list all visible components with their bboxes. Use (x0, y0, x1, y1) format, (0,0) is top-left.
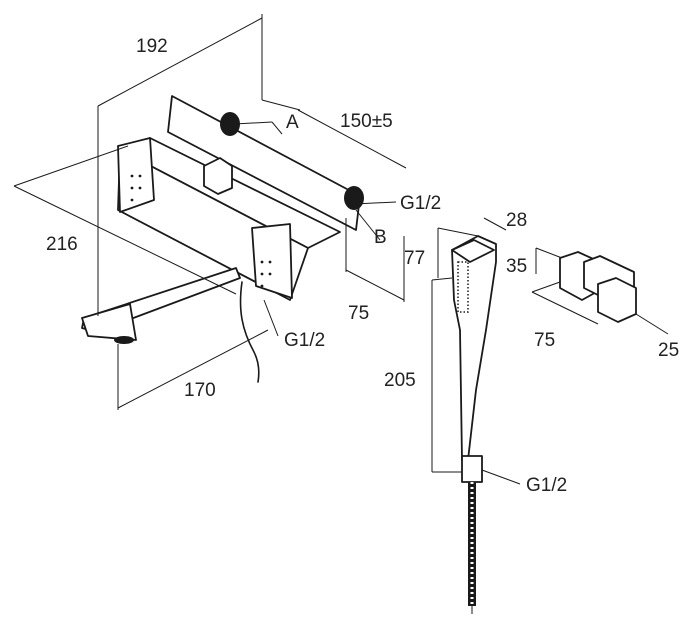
holder-clip-2 (597, 277, 637, 323)
wall-holder (559, 251, 637, 323)
spout-outlet (114, 336, 134, 344)
dim-170: 170 (184, 380, 216, 401)
right-handle (251, 223, 293, 299)
label-g12-top: G1/2 (400, 193, 441, 214)
hand-shower-dimension-lines (431, 217, 521, 485)
diverter-button (203, 157, 233, 195)
handle-markings (130, 174, 272, 288)
dim-25: 25 (658, 340, 679, 361)
label-g12-handshower: G1/2 (526, 475, 567, 496)
label-a: A (286, 112, 299, 133)
dim-28: 28 (506, 210, 527, 231)
left-handle (117, 137, 155, 213)
hand-shower-head-top (451, 239, 495, 263)
holder-dimension-lines (531, 247, 669, 335)
hand-shower (451, 235, 497, 614)
hose (239, 281, 260, 383)
dimension-labels: 192 150±5 216 170 75 77 28 205 35 75 25 … (46, 36, 679, 496)
label-g12-hose: G1/2 (284, 330, 325, 351)
bath-mixer (81, 95, 364, 383)
dim-150: 150±5 (340, 111, 393, 132)
hand-shower-connector (461, 455, 483, 483)
dim-75-mixer: 75 (348, 303, 369, 324)
wall-connection-b (344, 186, 364, 210)
mixer-backplate (167, 95, 361, 231)
dim-77: 77 (404, 248, 425, 269)
dim-205: 205 (384, 370, 416, 391)
dim-35: 35 (506, 256, 527, 277)
spray-face (457, 261, 469, 313)
wall-connection-a (220, 112, 240, 136)
dim-216: 216 (46, 234, 78, 255)
mixer-dimension-lines (13, 14, 407, 410)
dim-192: 192 (136, 36, 168, 57)
dim-75-holder: 75 (534, 330, 555, 351)
label-b: B (374, 227, 387, 248)
spout-tip (81, 303, 137, 341)
hand-shower-body (451, 235, 497, 461)
